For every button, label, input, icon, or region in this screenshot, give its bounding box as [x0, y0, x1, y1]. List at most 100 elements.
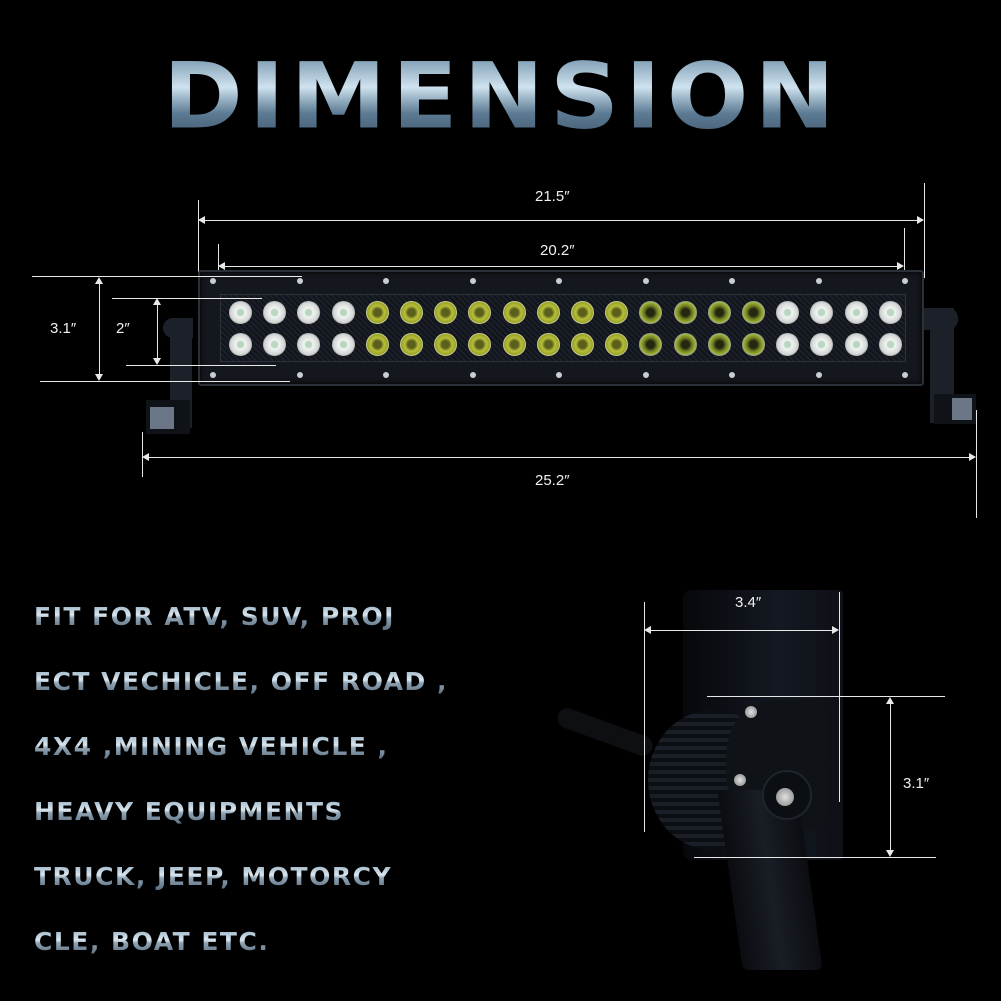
arrow-up-icon [886, 697, 894, 704]
screw-icon [729, 372, 735, 378]
arrow-left-icon [198, 216, 205, 224]
screw-icon [210, 372, 216, 378]
led-white [776, 333, 800, 356]
led-yellow [434, 333, 458, 356]
led-white [844, 301, 868, 324]
light-bar [198, 270, 924, 386]
led-yellow [468, 333, 492, 356]
overall-width-extension-right [976, 410, 977, 518]
lens-height-label: 2″ [116, 320, 130, 337]
depth-extension-left [644, 602, 645, 832]
led-white [297, 333, 321, 356]
power-cable [554, 705, 656, 759]
overall-height-label: 3.1″ [50, 320, 77, 337]
led-green [742, 333, 765, 356]
overall-width-label: 25.2″ [535, 472, 570, 489]
screw-icon [383, 278, 389, 284]
led-white [878, 333, 902, 356]
arrow-down-icon [153, 358, 161, 365]
screw-icon [902, 278, 908, 284]
led-yellow [434, 301, 458, 324]
led-white [229, 333, 252, 356]
fit-for-line: ect Vechicle, Off Road , [34, 667, 448, 696]
led-yellow [365, 301, 389, 324]
housing-width-label: 21.5″ [535, 188, 570, 205]
led-yellow [605, 301, 629, 324]
screw-icon [556, 372, 562, 378]
led-green [673, 333, 697, 356]
depth-line [648, 630, 835, 631]
screw-icon [296, 278, 303, 284]
fit-for-line: 4X4 ,Mining Vehicle , [34, 732, 389, 761]
fit-for-line: Truck, Jeep, Motorcy [34, 862, 393, 891]
lens-width-line [222, 266, 900, 267]
screw-icon [902, 372, 908, 378]
led-white [229, 301, 252, 324]
led-white [263, 333, 287, 356]
led-yellow [536, 333, 560, 356]
screw-icon [469, 278, 476, 284]
side-height-line [890, 702, 891, 852]
arrow-left-icon [644, 626, 651, 634]
screw-icon [469, 372, 476, 378]
lens-height-extension-bottom [126, 365, 276, 366]
side-height-extension-bottom [694, 857, 936, 858]
led-white [263, 301, 287, 324]
arrow-right-icon [832, 626, 839, 634]
led-green [707, 333, 731, 356]
screw-icon [642, 278, 649, 284]
depth-label: 3.4″ [735, 594, 762, 611]
led-white [776, 301, 800, 324]
led-green [742, 301, 765, 324]
screw-icon [815, 372, 822, 378]
led-yellow [605, 333, 629, 356]
bolt-icon [734, 774, 746, 786]
bolt-icon [776, 788, 794, 806]
screw-icon [210, 278, 216, 284]
fit-for-line: cle, Boat etc. [34, 927, 270, 956]
led-white [331, 333, 355, 356]
arrow-right-icon [969, 453, 976, 461]
housing-width-extension-left [198, 200, 199, 275]
depth-extension-right [839, 592, 840, 802]
arrow-up-icon [153, 298, 161, 305]
arrow-down-icon [95, 374, 103, 381]
housing-width-line [202, 220, 920, 221]
side-height-label: 3.1″ [903, 775, 930, 792]
led-yellow [400, 333, 423, 356]
screw-icon [383, 372, 389, 378]
led-yellow [365, 333, 389, 356]
led-yellow [468, 301, 492, 324]
screw-icon [642, 372, 649, 378]
screw-icon [296, 372, 303, 378]
led-white [878, 301, 902, 324]
led-yellow [571, 333, 594, 356]
lens-width-label: 20.2″ [540, 242, 575, 259]
housing-width-extension-right [924, 183, 925, 278]
led-white [297, 301, 321, 324]
height-line [99, 282, 100, 376]
led-white [810, 301, 834, 324]
lens-panel [220, 294, 906, 362]
led-white [844, 333, 868, 356]
side-height-extension-top [707, 696, 945, 697]
arrow-right-icon [897, 262, 904, 270]
height-extension-top [32, 276, 302, 277]
led-yellow [502, 301, 526, 324]
led-yellow [536, 301, 560, 324]
led-yellow [400, 301, 423, 324]
led-white [810, 333, 834, 356]
fit-for-line: Fit for ATV, SUV, Proj [34, 602, 395, 631]
lens-height-extension-top [112, 298, 262, 299]
page-title: Dimension [62, 50, 942, 141]
lens-height-line [157, 304, 158, 360]
left-foot-highlight [150, 407, 174, 429]
led-green [707, 301, 731, 324]
led-yellow [571, 301, 594, 324]
fit-for-line: Heavy Equipments [34, 797, 344, 826]
arrow-left-icon [218, 262, 225, 270]
arrow-right-icon [917, 216, 924, 224]
led-green [673, 301, 697, 324]
overall-width-line [146, 457, 972, 458]
screw-icon [729, 278, 735, 284]
